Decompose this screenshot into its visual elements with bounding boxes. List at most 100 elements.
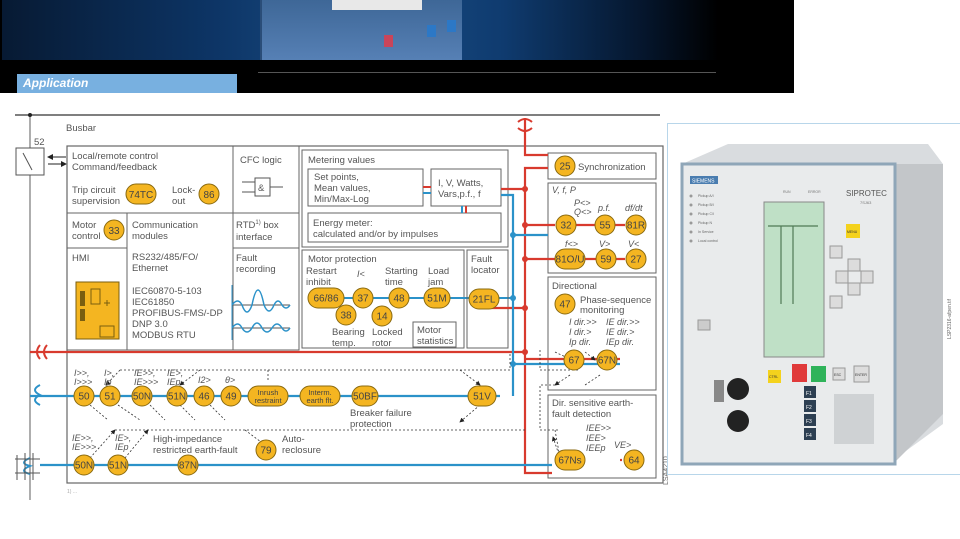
close-button[interactable] [811, 366, 826, 382]
badge-51m[interactable]: 51M [423, 287, 451, 309]
command-feedback-label: Command/feedback [72, 162, 157, 173]
badge-46[interactable]: 46 [193, 385, 215, 407]
badge-51n[interactable]: 51N [166, 385, 188, 407]
oc-label: I>>> [74, 377, 92, 387]
f4-key[interactable] [804, 428, 816, 440]
dir-label: I dir.> [569, 327, 591, 337]
badge-67n[interactable]: 67N [596, 349, 618, 371]
comm-line: RS232/485/FO/ [132, 252, 198, 263]
dir-label: I dir.>> [569, 317, 597, 327]
badge-code: restraint [254, 396, 282, 405]
badge-81o-u[interactable]: 81O/U [554, 248, 586, 270]
badge-14[interactable]: 14 [371, 305, 393, 327]
open-button[interactable] [792, 364, 807, 382]
oc-label: IE>, [167, 368, 183, 378]
esc-label: ESC [834, 373, 842, 377]
badge-code: 48 [393, 294, 405, 305]
badge-code: 25 [559, 162, 571, 173]
badge-59[interactable]: 59 [595, 248, 617, 270]
badge-code: 51N [168, 392, 186, 403]
badge-50n[interactable]: 50N [73, 454, 95, 476]
earth-label: IE>>> [72, 442, 96, 452]
bf-label: Breaker failure [350, 408, 412, 419]
badge-27[interactable]: 27 [625, 248, 647, 270]
vunder-label: V< [628, 239, 639, 249]
badge-86[interactable] [198, 183, 220, 205]
footnote: 1) ... [67, 489, 77, 495]
ctrl-button[interactable] [768, 370, 781, 383]
comm-title: Communication [132, 220, 198, 231]
f3-key[interactable] [804, 414, 816, 426]
badge-code: 55 [599, 221, 611, 232]
nav-key-left[interactable] [835, 270, 849, 284]
badge-51v[interactable]: 51V [467, 385, 497, 407]
badge-79[interactable]: 79 [255, 439, 277, 461]
badge-67ns[interactable]: 67Ns [554, 449, 586, 471]
nav-key[interactable] [829, 245, 843, 259]
fault-recording-label-2: recording [236, 264, 276, 275]
f1-key[interactable] [804, 386, 816, 398]
badge-33[interactable] [103, 219, 125, 241]
badge-50bf[interactable]: 50BF [351, 385, 379, 407]
badge-47[interactable]: 47 [554, 293, 576, 315]
led-label: Pickup N [698, 221, 712, 225]
badge-48[interactable]: 48 [388, 287, 410, 309]
badge-interm-[interactable]: Interm.earth flt. [299, 385, 341, 407]
undercurrent-label: I< [357, 269, 365, 279]
keyswitch-test-normal[interactable] [727, 410, 749, 432]
menu-button[interactable] [846, 224, 860, 238]
loadjam-label: Load [428, 266, 449, 277]
badge-51[interactable]: 51 [99, 385, 121, 407]
badge-81r[interactable]: 81R [625, 214, 647, 236]
badge-32[interactable]: 32 [555, 214, 577, 236]
keyswitch-local-remote[interactable] [727, 378, 749, 400]
badge-74tc[interactable] [125, 183, 157, 205]
restart-label: Restart [306, 266, 337, 277]
directional-title: Directional [552, 281, 597, 292]
badge-21fl[interactable]: 21FL [468, 288, 500, 310]
comm-line: DNP 3.0 [132, 319, 168, 330]
badge-87n[interactable]: 87N [177, 454, 199, 476]
rtd-label: RTD1) box [236, 220, 279, 231]
banner-device-image [260, 0, 462, 60]
banner-image [2, 0, 718, 60]
menu-label: MENU [847, 230, 858, 234]
vfp-title: V, f, P [552, 185, 576, 195]
nav-key-right[interactable] [860, 270, 874, 284]
starting-label: Starting [385, 266, 418, 277]
comm-line: IEC60870-5-103 [132, 286, 202, 297]
badge-code: 51M [427, 294, 446, 305]
badge-51n[interactable]: 51N [107, 454, 129, 476]
badge-code: 67N [598, 356, 616, 367]
badge-25[interactable]: 25 [554, 155, 576, 177]
hmi-device-icon [75, 281, 120, 340]
oc-label: IEp [167, 377, 181, 387]
badge-49[interactable]: 49 [220, 385, 242, 407]
badge-67[interactable]: 67 [563, 349, 585, 371]
photo-caption: LSP2316-afpen.tif [947, 298, 953, 339]
badge-code: 37 [357, 294, 369, 305]
badge-50n[interactable]: 50N [131, 385, 153, 407]
enter-button[interactable] [853, 365, 870, 383]
esc-button[interactable] [832, 367, 846, 381]
badge-55[interactable]: 55 [594, 214, 616, 236]
nav-key-up[interactable] [847, 258, 861, 272]
comm-line: IEC61850 [132, 297, 174, 308]
code-33: 33 [108, 226, 120, 237]
badge-66-86[interactable]: 66/86 [307, 287, 345, 309]
badge-code: earth flt. [306, 396, 333, 405]
nav-key-down[interactable] [847, 282, 861, 296]
oc-label: I>, [104, 368, 114, 378]
model-name: 7SJ63 [860, 200, 872, 205]
nav-key-bottom[interactable] [829, 295, 843, 309]
f4-label: F4 [806, 433, 812, 439]
oc-label: I>>, [74, 368, 90, 378]
numeric-keypad[interactable] [834, 394, 874, 444]
badge-code: 50N [75, 461, 93, 472]
badge-50[interactable]: 50 [73, 385, 95, 407]
badge-38[interactable]: 38 [335, 304, 357, 326]
badge-64[interactable]: 64 [623, 449, 645, 471]
badge-37[interactable]: 37 [352, 287, 374, 309]
f2-key[interactable] [804, 400, 816, 412]
